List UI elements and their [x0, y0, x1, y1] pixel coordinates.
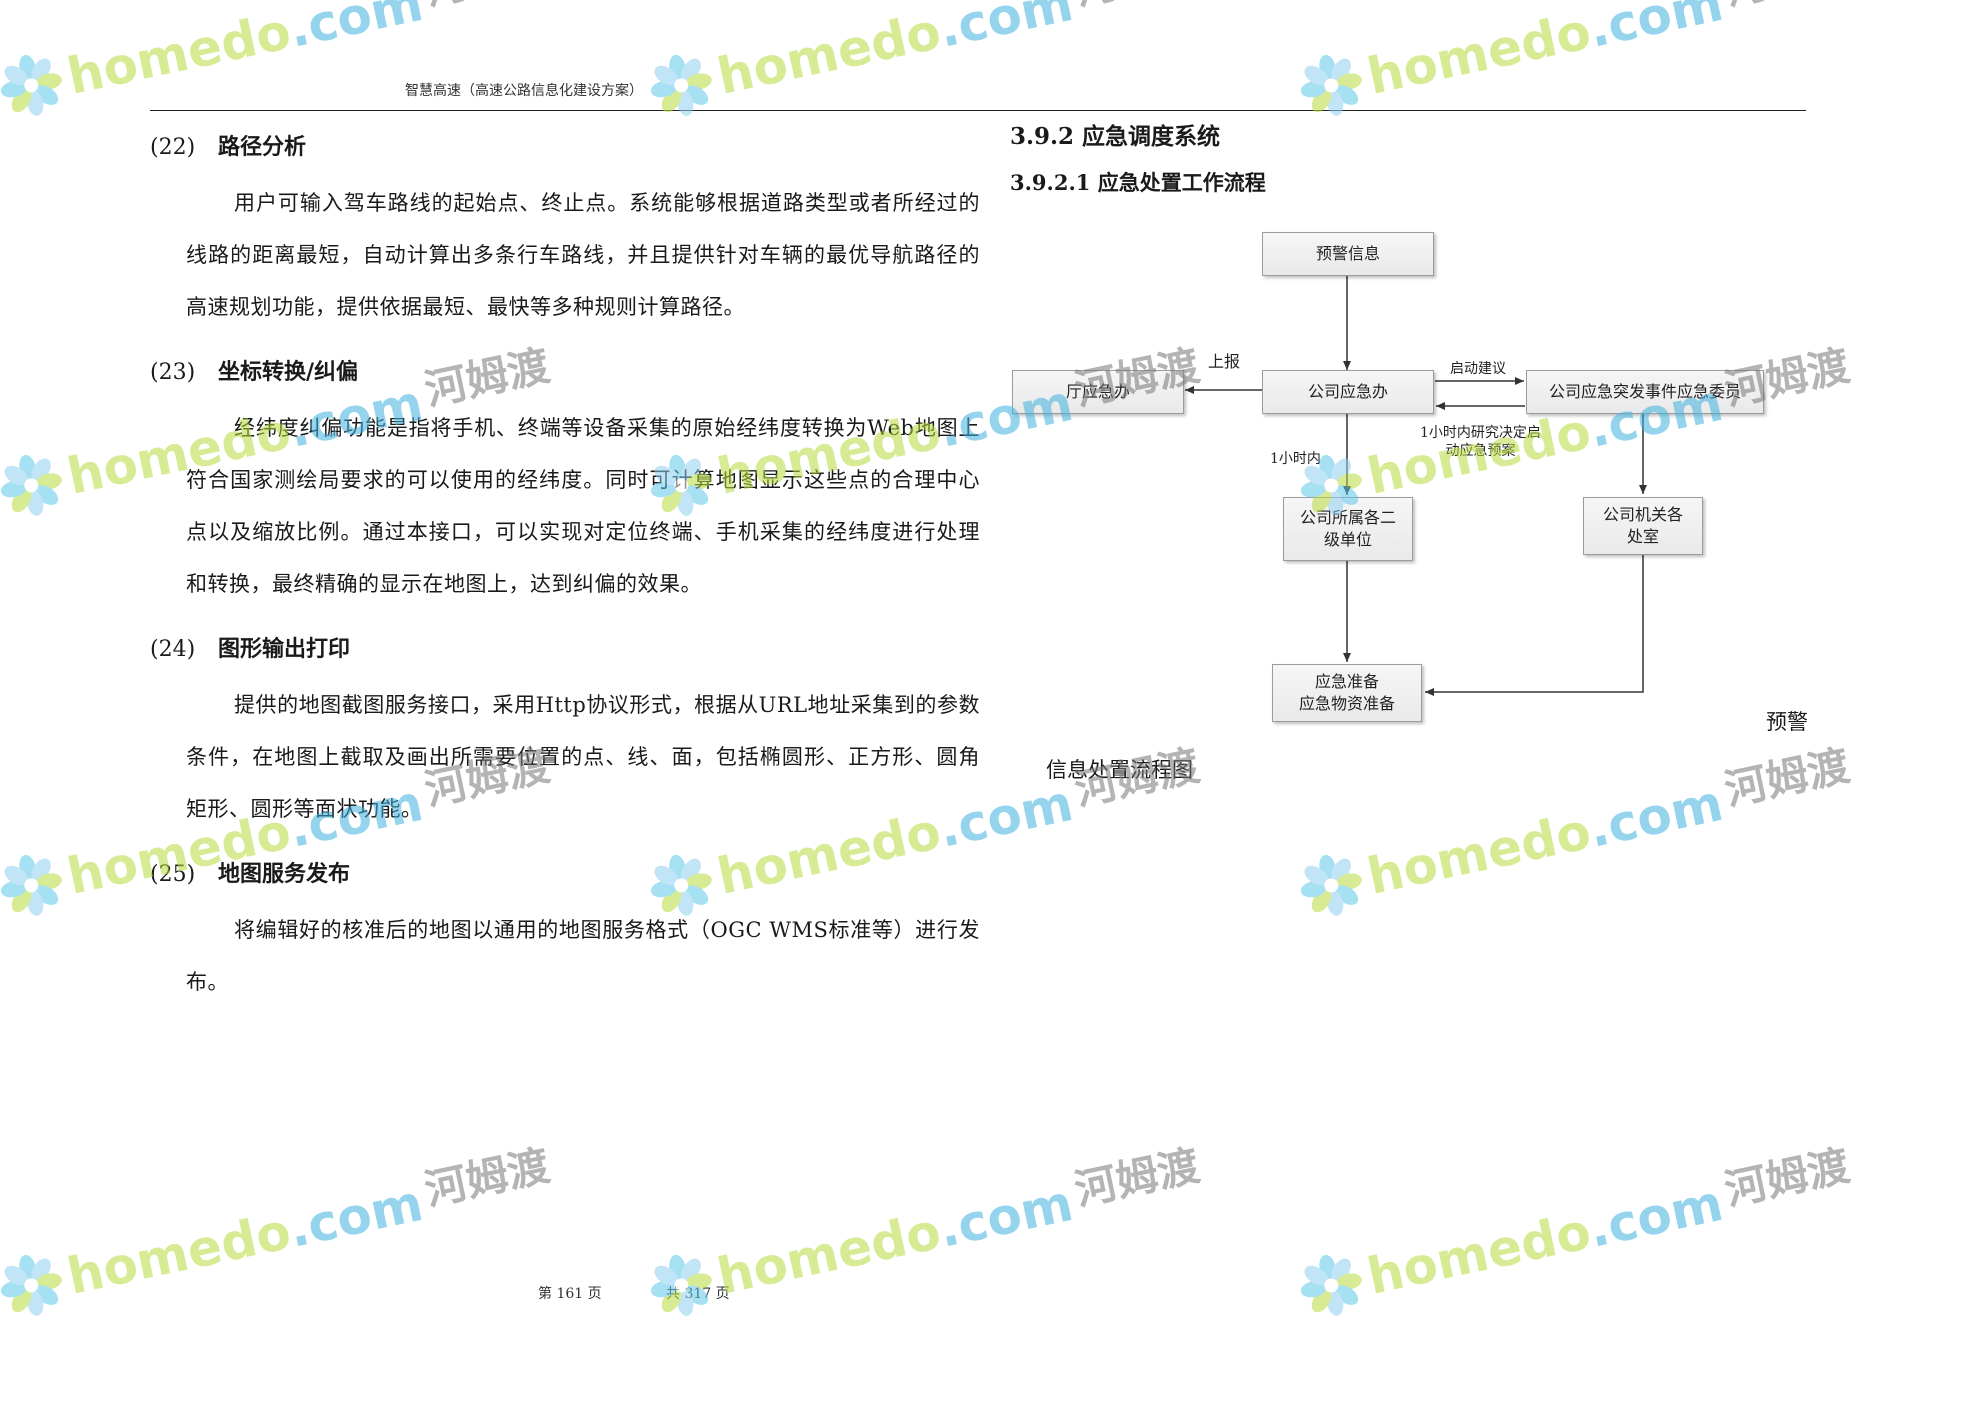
watermark-text: do	[215, 1202, 296, 1274]
watermark-text: 河姆渡	[1070, 1140, 1204, 1215]
watermark-text: home	[712, 16, 878, 106]
section-number: (25)	[150, 862, 196, 887]
flow-diagram: 预警信息 厅应急办 公司应急办 公司应急突发事件应急委员 公司所属各二 级单位 …	[1005, 225, 1795, 735]
section-title-3-9-2: 3.9.2 应急调度系统	[1010, 123, 1221, 150]
left-column: (22) 路径分析 用户可输入驾车路线的起始点、终止点。系统能够根据道路类型或者所…	[150, 130, 980, 1008]
watermark-text: .com	[933, 0, 1078, 59]
section-title: 路径分析	[218, 134, 307, 160]
flower-icon	[0, 854, 62, 916]
watermark-text: do	[1515, 1202, 1596, 1274]
watermark-text: 河姆渡	[1720, 1140, 1854, 1215]
flower-icon	[1300, 54, 1362, 116]
watermark-text: home	[62, 16, 228, 106]
watermark-text: do	[215, 2, 296, 74]
flow-box-dept-office: 厅应急办	[1012, 370, 1184, 414]
flower-icon	[1300, 854, 1362, 916]
watermark-text: 河姆渡	[1720, 740, 1854, 815]
watermark-text: home	[1362, 1216, 1528, 1306]
watermark-text: .com	[283, 0, 428, 59]
warning-word: 预警	[1766, 710, 1808, 734]
section-body: 经纬度纠偏功能是指将手机、终端等设备采集的原始经纬度转换为Web地图上符合国家测…	[186, 416, 980, 596]
flow-label-report: 上报	[1208, 352, 1241, 371]
watermark-text: home	[712, 1216, 878, 1306]
section-body: 提供的地图截图服务接口，采用Http协议形式，根据从URL地址采集到的参数条件，…	[186, 693, 980, 821]
flower-icon	[1300, 1254, 1362, 1316]
subsection-title-3-9-2-1: 3.9.2.1 应急处置工作流程	[1010, 170, 1266, 195]
flow-box-prepare: 应急准备 应急物资准备	[1272, 664, 1422, 722]
watermark-text: .com	[1583, 0, 1728, 59]
section-number: (24)	[150, 637, 196, 662]
flow-label-one-hour: 1小时内	[1270, 451, 1321, 467]
section-heading-23: (23) 坐标转换/纠偏	[150, 355, 980, 390]
flow-label-suggest: 启动建议	[1450, 361, 1506, 377]
watermark-text: do	[1515, 2, 1596, 74]
flow-box-subunits: 公司所属各二 级单位	[1283, 497, 1413, 561]
watermark-text: 河姆渡	[1718, 0, 1854, 17]
flow-box-committee: 公司应急突发事件应急委员	[1526, 370, 1764, 414]
arrow-departments-to-prepare	[1425, 555, 1644, 696]
section-title: 坐标转换/纠偏	[218, 359, 359, 385]
watermark-text: home	[1362, 816, 1528, 906]
figure-caption: 信息处置流程图	[1046, 758, 1193, 782]
flower-icon	[650, 54, 712, 116]
flower-icon	[0, 54, 62, 116]
section-body: 用户可输入驾车路线的起始点、终止点。系统能够根据道路类型或者所经过的线路的距离最…	[186, 191, 980, 319]
right-column: 3.9.2 应急调度系统 3.9.2.1 应急处置工作流程	[1010, 118, 1810, 200]
flow-box-company-office: 公司应急办	[1262, 370, 1434, 414]
footer-page-total: 共 317 页	[666, 1286, 730, 1302]
watermark-text: .com	[1583, 1173, 1728, 1259]
flow-box-warning: 预警信息	[1262, 232, 1434, 276]
flower-icon	[0, 1254, 62, 1316]
header-rule	[150, 110, 1806, 111]
flow-connectors	[1185, 275, 1647, 696]
watermark-text: 河姆渡	[1068, 0, 1204, 17]
section-title: 地图服务发布	[218, 861, 351, 887]
section-title: 图形输出打印	[218, 636, 351, 662]
section-body: 将编辑好的核准后的地图以通用的地图服务格式（OGC WMS标准等）进行发布。	[186, 918, 980, 994]
flow-box-departments: 公司机关各 处室	[1583, 497, 1703, 555]
section-heading-24: (24) 图形输出打印	[150, 632, 980, 667]
flower-icon	[0, 454, 62, 516]
watermark-text: home	[62, 1216, 228, 1306]
watermark-text: do	[865, 1202, 946, 1274]
watermark-text: do	[1515, 802, 1596, 874]
section-number: (22)	[150, 135, 196, 160]
watermark-text: do	[865, 2, 946, 74]
section-heading-22: (22) 路径分析	[150, 130, 980, 165]
watermark-text: .com	[1583, 773, 1728, 859]
watermark-text: .com	[283, 1173, 428, 1259]
section-number: (23)	[150, 360, 196, 385]
flow-label-decide: 1小时内研究决定启 动应急预案	[1420, 425, 1541, 459]
watermark-text: 河姆渡	[420, 1140, 554, 1215]
watermark-text: .com	[933, 1173, 1078, 1259]
watermark-text: 河姆渡	[418, 0, 554, 17]
header-title: 智慧高速（高速公路信息化建设方案）	[405, 83, 643, 99]
watermark-text: home	[1362, 16, 1528, 106]
footer-page-number: 第 161 页	[538, 1286, 602, 1302]
section-heading-25: (25) 地图服务发布	[150, 857, 980, 892]
